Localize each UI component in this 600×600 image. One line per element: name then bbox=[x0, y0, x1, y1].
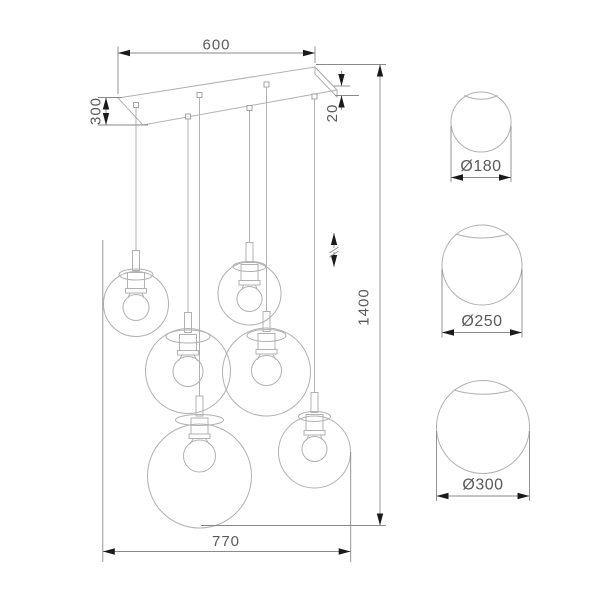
shade-detail-250: Ø250 bbox=[441, 224, 523, 338]
glass-globe bbox=[103, 271, 169, 337]
light-bulb bbox=[251, 355, 282, 386]
glass-globe bbox=[147, 423, 252, 529]
diameter-label: Ø300 bbox=[462, 477, 503, 494]
shade-circle bbox=[441, 224, 523, 306]
dimension-fixture-width: 770 bbox=[102, 240, 352, 562]
shade-opening-arc bbox=[455, 233, 509, 239]
dimension-label: 770 bbox=[212, 533, 240, 550]
pendants bbox=[103, 87, 351, 529]
socket-flange bbox=[188, 433, 211, 439]
glass-globe bbox=[222, 327, 311, 417]
socket-flange bbox=[177, 350, 199, 356]
globe-opening bbox=[118, 268, 154, 281]
height-adjustable-symbol bbox=[329, 233, 339, 267]
socket-flange bbox=[125, 288, 147, 294]
cord-stem bbox=[195, 395, 204, 417]
globe-opening bbox=[175, 414, 224, 426]
light-bulb bbox=[183, 439, 216, 473]
cord-stem bbox=[310, 392, 319, 413]
cord-attachment-point bbox=[185, 113, 191, 120]
diameter-label: Ø250 bbox=[461, 313, 502, 330]
cord-stem bbox=[132, 250, 140, 271]
globe-opening bbox=[165, 329, 211, 344]
shade-details: Ø180 Ø250 Ø300 bbox=[436, 91, 530, 501]
dimension-total-height: 1400 bbox=[201, 64, 386, 526]
diameter-label: Ø180 bbox=[460, 158, 501, 175]
cord-attachment-point bbox=[196, 92, 203, 98]
glass-globe bbox=[145, 328, 231, 414]
dimensions: 600 300 20 1400 770 bbox=[88, 37, 386, 562]
light-bulb bbox=[236, 286, 263, 312]
dimension-label: 20 bbox=[324, 104, 341, 123]
shade-detail-300: Ø300 bbox=[436, 380, 530, 501]
dimension-canopy-depth: 300 bbox=[88, 97, 148, 126]
cord-stem bbox=[184, 312, 192, 333]
shade-circle bbox=[436, 380, 530, 474]
cord-attachment-point bbox=[133, 102, 139, 108]
socket-flange bbox=[303, 430, 326, 436]
pendant-bottom-left-300 bbox=[147, 97, 252, 529]
break-symbol bbox=[329, 246, 339, 258]
cord-attachment-point bbox=[311, 93, 318, 100]
socket-flange bbox=[238, 280, 261, 286]
dimension-label: 300 bbox=[88, 97, 105, 125]
socket-flange bbox=[255, 349, 278, 355]
cord-attachment-point bbox=[263, 81, 270, 88]
globe-opening bbox=[298, 411, 331, 422]
pendant-mid-left-300 bbox=[145, 119, 231, 414]
globe-opening bbox=[246, 329, 287, 342]
pendant-left-250 bbox=[103, 107, 169, 337]
cord-stem bbox=[262, 311, 271, 332]
light-bulb bbox=[172, 356, 204, 387]
shade-detail-180: Ø180 bbox=[450, 91, 512, 182]
dimension-canopy-thickness: 20 bbox=[324, 71, 359, 122]
pendant-mid-right-300 bbox=[222, 87, 311, 417]
light-bulb bbox=[122, 294, 150, 321]
glass-globe bbox=[217, 261, 282, 326]
canopy-end-face bbox=[314, 65, 338, 99]
pendant-mid-top-250 bbox=[217, 110, 282, 326]
dimension-label: 600 bbox=[202, 37, 230, 54]
shade-opening-arc bbox=[463, 95, 499, 100]
light-bulb bbox=[301, 436, 328, 462]
shade-opening-arc bbox=[453, 389, 513, 395]
dimension-canopy-length: 600 bbox=[117, 37, 316, 94]
cord-attachment-point bbox=[246, 105, 253, 111]
dimension-label: 1400 bbox=[356, 288, 373, 325]
shade-circle bbox=[450, 91, 512, 153]
